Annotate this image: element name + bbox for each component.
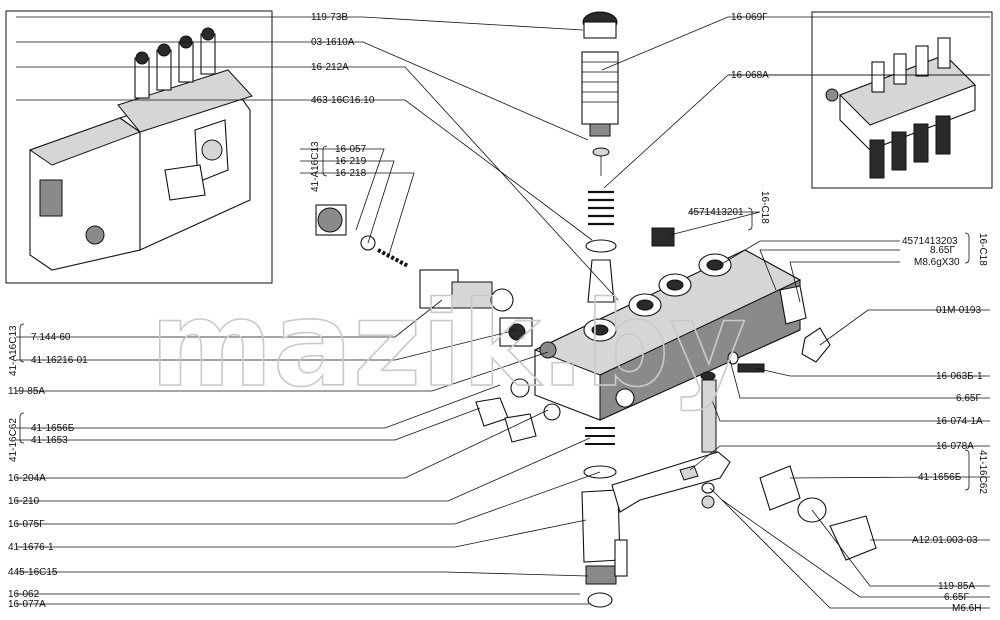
- label-445-16s15: 445-16С15: [8, 567, 58, 578]
- group-label-16-s18-right: 16-С18: [977, 233, 988, 266]
- label-16-219: 16-219: [335, 156, 367, 167]
- distributor-head-housing: [533, 249, 802, 421]
- label-16-212a: 16-212А: [311, 62, 349, 73]
- fuel-head-illustration: [825, 37, 976, 179]
- group-brackets: [19, 145, 970, 491]
- label-8-65g: 8.65Г: [930, 245, 955, 256]
- label-41-16216-01: 41-16216-01: [31, 355, 88, 366]
- group-label-41-a16s13-left: 41-А16С13: [8, 325, 19, 376]
- label-16-074-1a: 16-074-1А: [936, 416, 983, 427]
- group-labels: 41-А16С13 16-С18 16-С18 41-А16С13 41-16С…: [8, 141, 988, 494]
- stud-and-bracket: [611, 371, 731, 513]
- label-16-069g: 16-069Г: [731, 12, 768, 23]
- pump-assembly-illustration: [28, 27, 253, 271]
- label-463-16s16-10: 463-16С16.10: [311, 95, 375, 106]
- right-labels: 16-069Г 16-068А 4571413201 4571413203 8.…: [688, 12, 983, 614]
- label-a12-01-003-03: А12.01.003-03: [912, 535, 978, 546]
- left-labels: 119-73В 03-1610А 16-212А 463-16С16.10 16…: [8, 12, 375, 610]
- label-4571413203: 4571413203: [902, 236, 958, 247]
- label-119-85a-right: 119-85А: [938, 581, 975, 592]
- label-16-218: 16-218: [335, 168, 367, 179]
- label-03-1610a: 03-1610А: [311, 37, 355, 48]
- group-label-41-16s62-left: 41-16С62: [8, 418, 19, 462]
- side-fitting-parts: [315, 204, 533, 347]
- label-41-1656b-right: 41-1656Б: [918, 472, 962, 483]
- label-16-210: 16-210: [8, 496, 40, 507]
- right-side-parts: [701, 285, 877, 561]
- label-16-204a: 16-204А: [8, 473, 46, 484]
- label-7-144-60: 7.144-60: [31, 332, 71, 343]
- lower-left-parts: [475, 378, 561, 443]
- label-16-062: 16-062: [8, 589, 40, 600]
- group-label-41-16s62-right: 41-16С62: [977, 450, 988, 494]
- label-16-075g: 16-075Г: [8, 519, 45, 530]
- upper-valve-stack: [581, 11, 675, 303]
- label-16-063b-1: 16-063Б-1: [936, 371, 983, 382]
- label-41-1676-1: 41-1676-1: [8, 542, 54, 553]
- label-16-078a: 16-078А: [936, 441, 974, 452]
- watermark: mazik.by: [150, 275, 746, 413]
- label-4571413201: 4571413201: [688, 207, 744, 218]
- label-41-1656b: 41-1656Б: [31, 423, 75, 434]
- label-119-73v: 119-73В: [311, 12, 348, 23]
- label-01m-0193: 01М-0193: [936, 305, 981, 316]
- label-41-1653: 41-1653: [31, 435, 68, 446]
- label-6-65g: 6.65Г: [956, 393, 981, 404]
- label-16-068a: 16-068А: [731, 70, 769, 81]
- label-119-85a: 119-85А: [8, 386, 45, 397]
- label-16-057: 16-057: [335, 144, 367, 155]
- group-label-16-s18-mid: 16-С18: [759, 191, 770, 224]
- label-m8-6gx30: М8.6gX30: [914, 257, 960, 268]
- leader-lines: [16, 16, 990, 609]
- group-label-41-a16s13-top: 41-А16С13: [310, 141, 321, 192]
- label-6-65g-bottom: 6.65Г: [944, 592, 969, 603]
- label-16-077a: 16-077А: [8, 599, 46, 610]
- label-m6-6n: М6.6Н: [952, 603, 981, 614]
- lower-plunger-stack: [581, 427, 628, 608]
